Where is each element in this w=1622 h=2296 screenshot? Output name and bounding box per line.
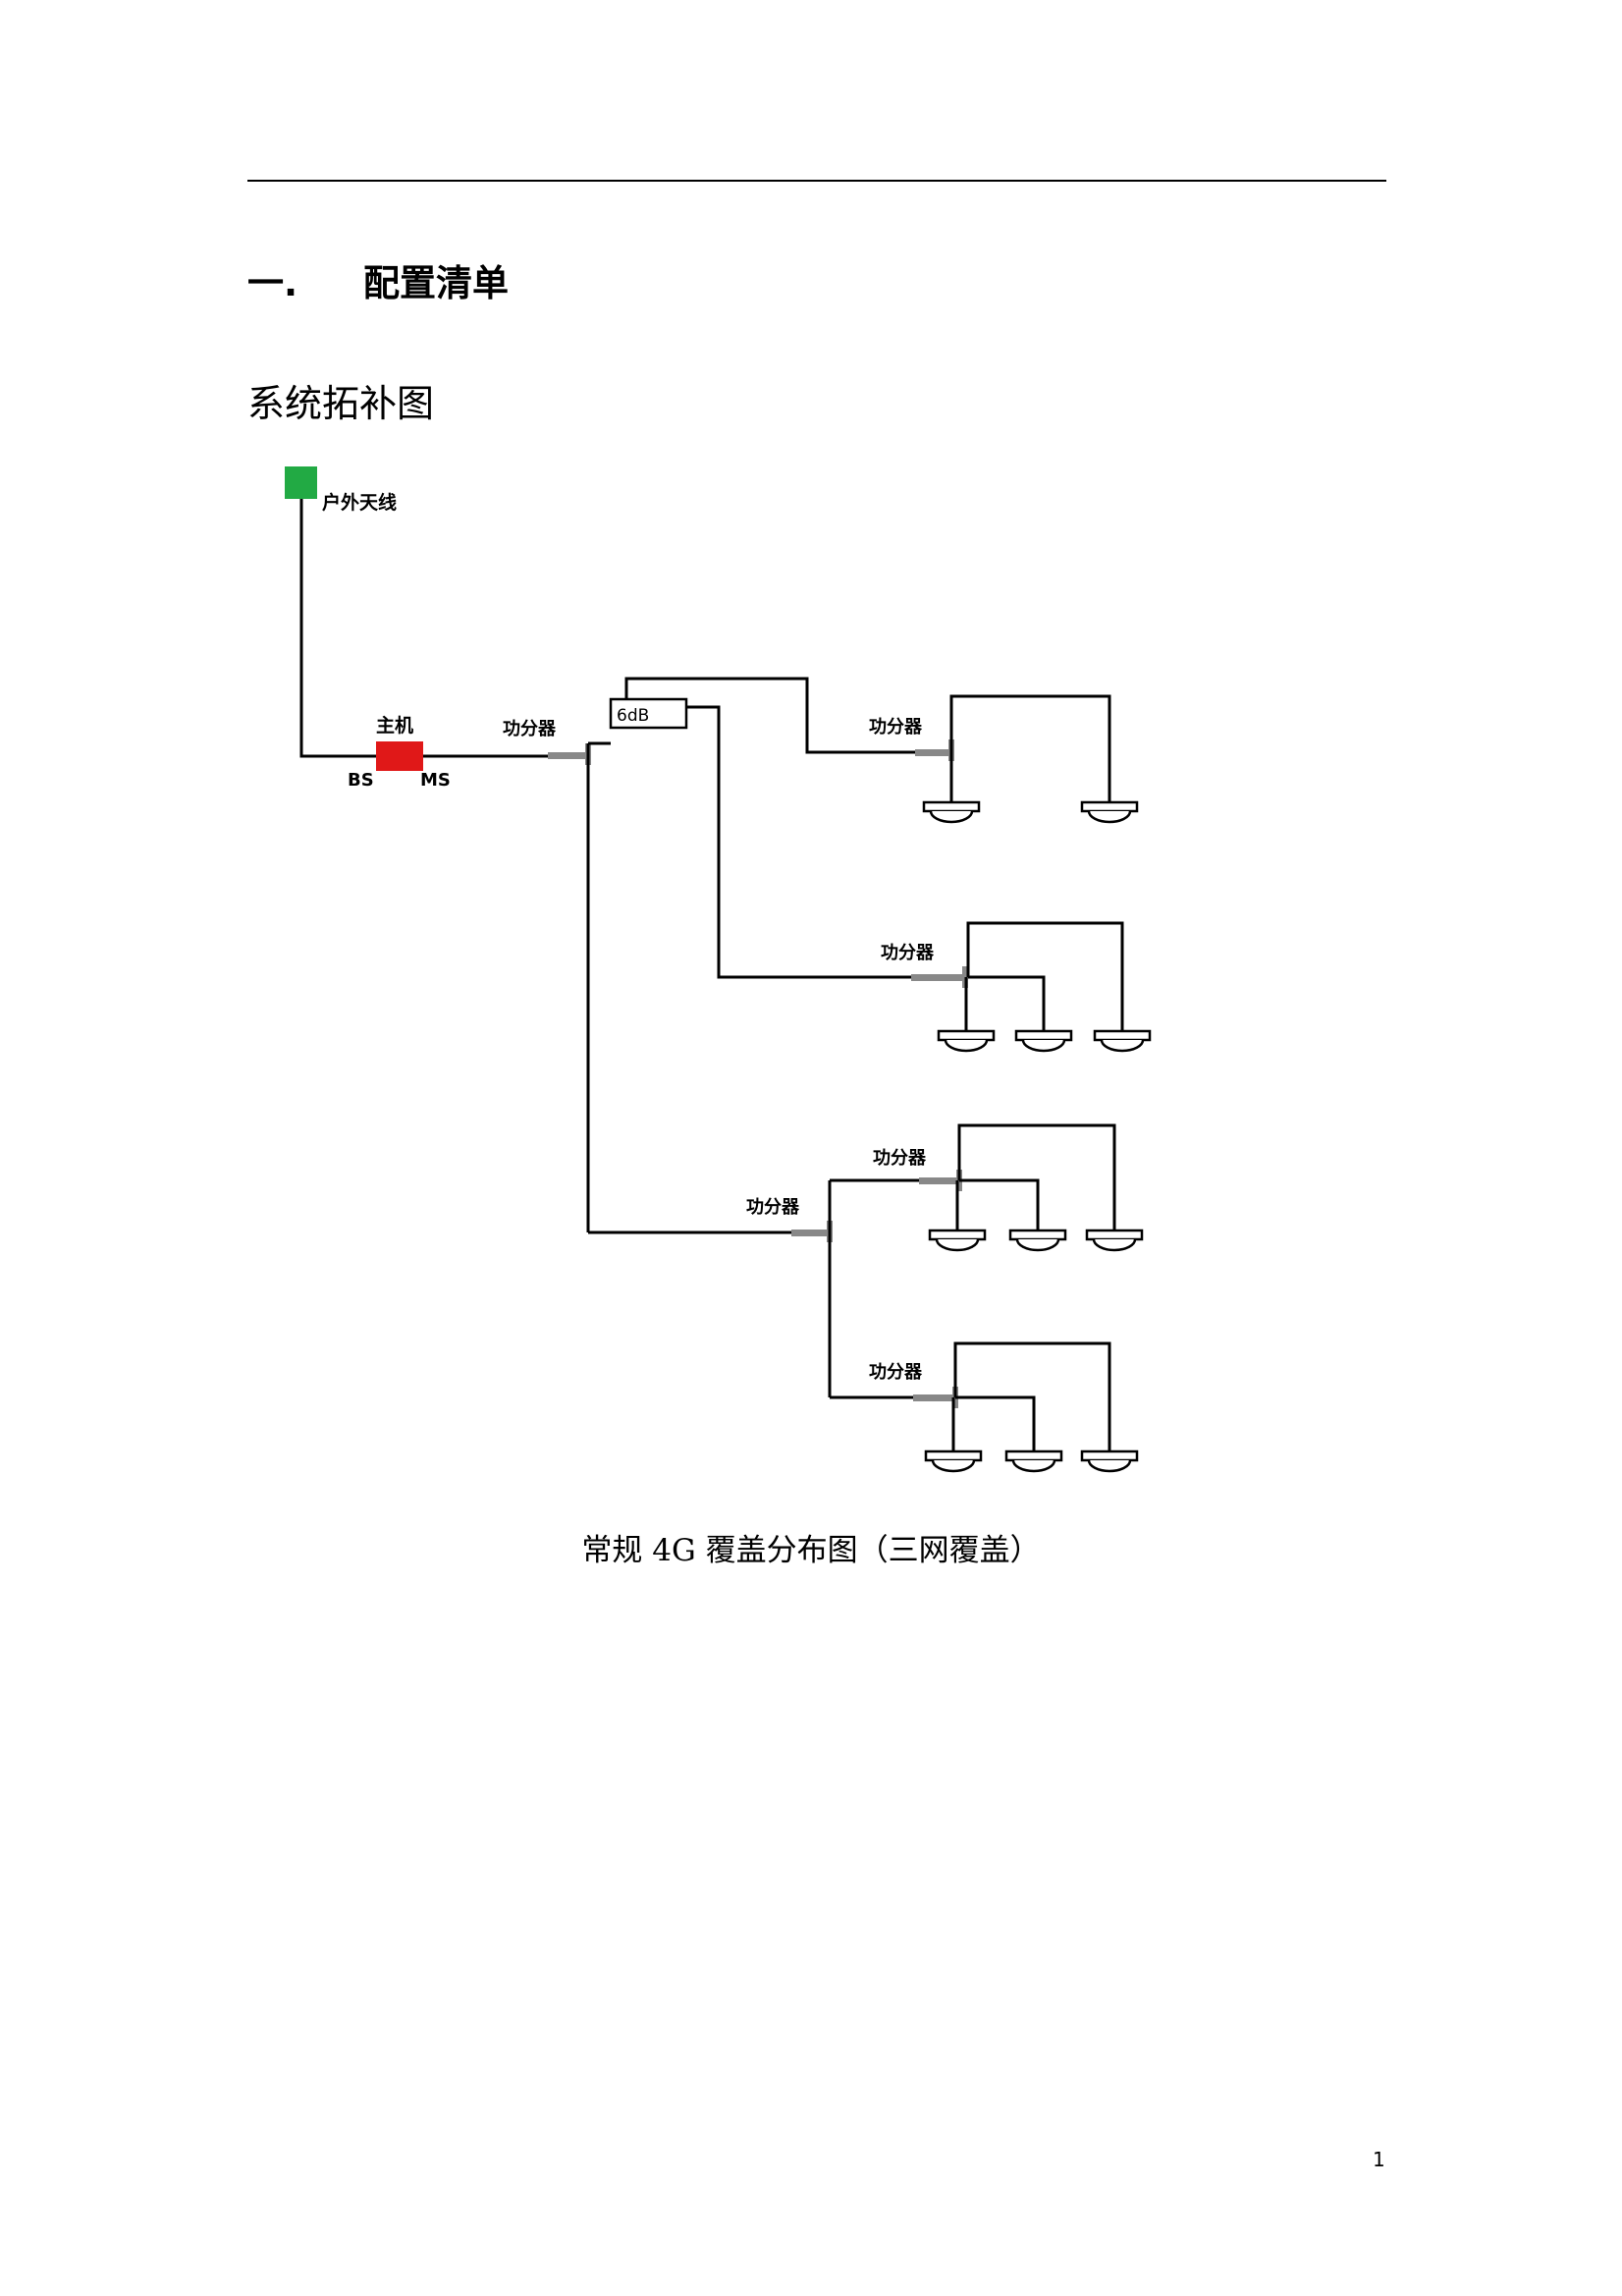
splitter: [791, 1230, 829, 1236]
page-number: 1: [1373, 2148, 1385, 2171]
ceiling-antenna-icon: [1008, 1229, 1067, 1252]
section-number: 一.: [247, 262, 298, 304]
ceiling-antenna-icon: [1085, 1229, 1144, 1252]
ceiling-antenna-icon: [1080, 800, 1139, 824]
cable-b-mid: [968, 975, 1046, 1031]
figure-caption: 常规 4G 覆盖分布图（三网覆盖）: [581, 1533, 1041, 1568]
splitter: [915, 749, 950, 756]
ceiling-antenna-icon: [928, 1229, 987, 1252]
outdoor-antenna-label: 户外天线: [322, 491, 397, 514]
splitter: [548, 752, 585, 759]
cable-a-far: [949, 694, 1111, 802]
cable-d-far: [957, 1123, 1116, 1230]
cable-e-mid: [955, 1395, 1036, 1451]
coupler: [609, 697, 688, 730]
splitter-label: 功分器: [746, 1197, 800, 1218]
cable-d-mid: [959, 1178, 1040, 1230]
splitter: [911, 974, 962, 981]
ceiling-antenna-icon: [1004, 1449, 1063, 1473]
cable-branch-b: [686, 705, 911, 979]
ceiling-antenna-icon: [922, 800, 981, 824]
ceiling-antenna-icon: [924, 1449, 983, 1473]
host-label: 主机: [376, 715, 413, 737]
section-title: 配置清单: [363, 262, 509, 304]
coupler-label: 6dB: [617, 706, 649, 726]
outdoor-antenna-icon: [285, 466, 317, 499]
splitter-label: 功分器: [873, 1148, 927, 1169]
cable-e-far: [953, 1341, 1111, 1451]
subheading: 系统拓补图: [247, 382, 435, 425]
header-rule: [247, 180, 1386, 182]
splitter-label: 功分器: [869, 1362, 923, 1383]
ms-port-label: MS: [420, 770, 451, 791]
cable-branch-a: [624, 677, 915, 754]
bs-port-label: BS: [348, 770, 374, 791]
splitter: [919, 1177, 958, 1184]
splitter-label: 功分器: [881, 943, 935, 963]
feeder-line-antenna: [299, 499, 376, 758]
cable-b-far: [966, 921, 1124, 1031]
ceiling-antenna-icon: [1080, 1449, 1139, 1473]
splitter: [913, 1394, 954, 1401]
ceiling-antenna-icon: [937, 1029, 996, 1053]
splitter-label: 功分器: [503, 719, 557, 739]
ceiling-antenna-icon: [1014, 1029, 1073, 1053]
ceiling-antenna-icon: [1093, 1029, 1152, 1053]
splitter-label: 功分器: [869, 717, 923, 738]
host-unit: [376, 741, 423, 771]
